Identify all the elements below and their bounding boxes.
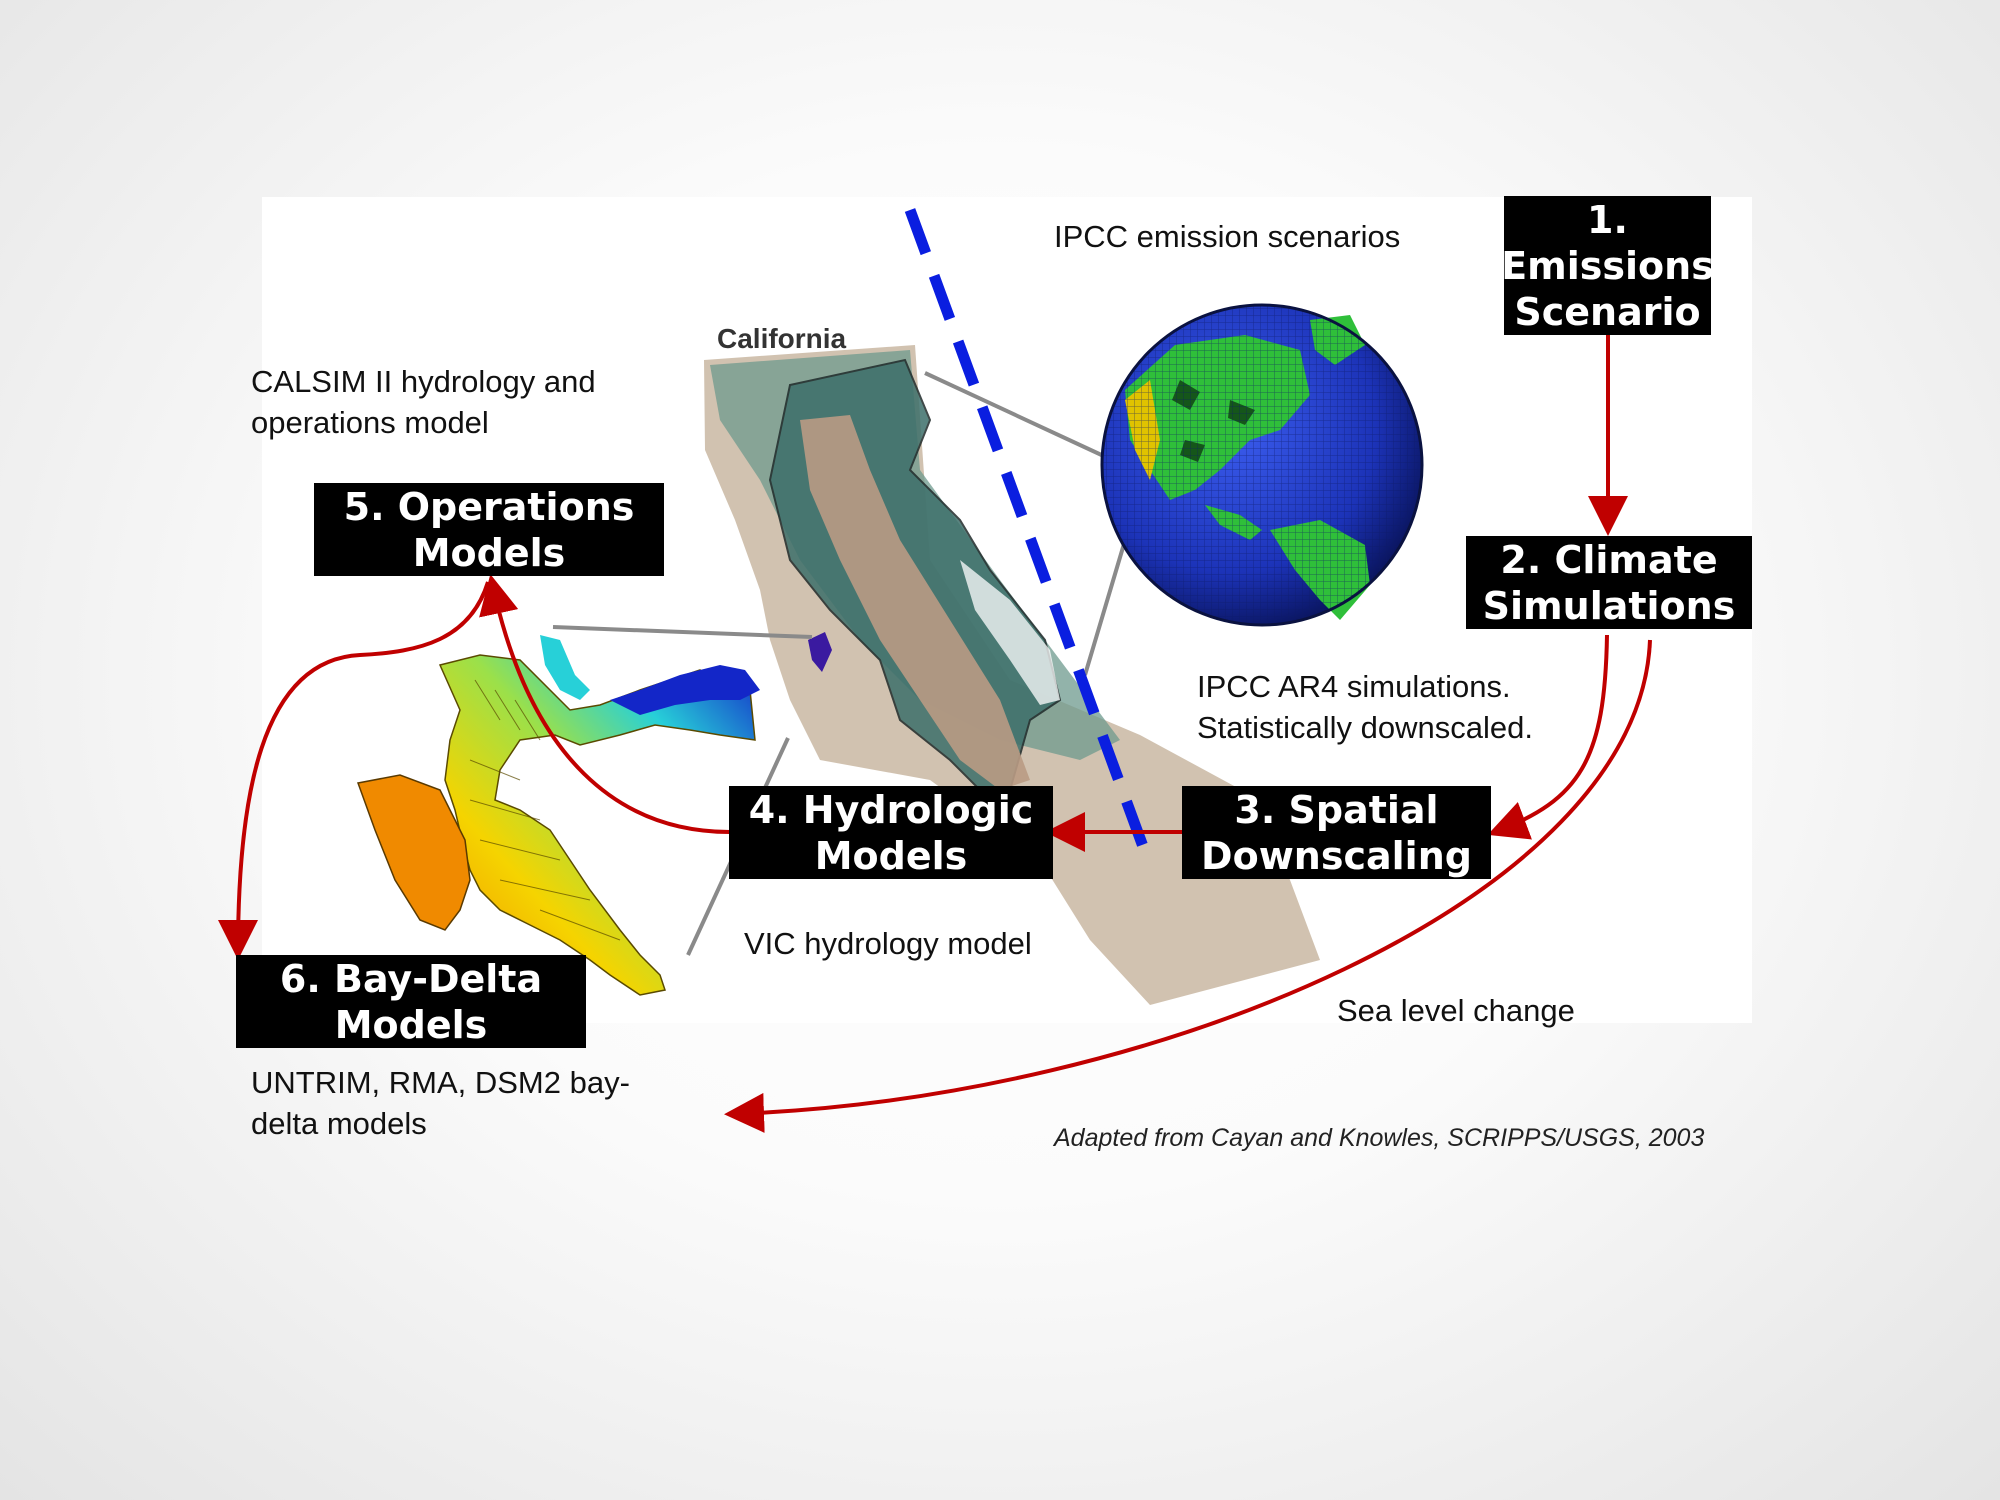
model-divider-line [904, 208, 1151, 854]
california-label: California [717, 323, 847, 354]
climate-box-line1: 2. Climate [1500, 537, 1718, 582]
calsim-note-line1: CALSIM II hydrology and [251, 364, 596, 399]
spatial-box-line1: 3. Spatial [1234, 787, 1439, 832]
ar4-note-line1: IPCC AR4 simulations. [1197, 669, 1511, 704]
climate-box-line2: Simulations [1482, 583, 1736, 628]
emissions-box-line3: Scenario [1514, 289, 1701, 334]
hydrologic-models-box[interactable]: 4. Hydrologic Models [729, 786, 1053, 879]
bay-hatch [469, 679, 621, 941]
untrim-note-line1: UNTRIM, RMA, DSM2 bay- [251, 1065, 630, 1100]
operations-box-line2: Models [412, 530, 566, 575]
arrow-operations-to-baydelta [218, 581, 490, 960]
ar4-note-line2: Statistically downscaled. [1197, 710, 1533, 745]
emissions-box-line2: Emissions [1501, 243, 1714, 288]
california-map [704, 345, 1320, 1005]
san-pablo-bay [356, 774, 471, 931]
untrim-note: UNTRIM, RMA, DSM2 bay- delta models [251, 1062, 630, 1144]
hydrologic-box-line1: 4. Hydrologic [748, 787, 1034, 832]
operations-box-line1: 5. Operations [343, 484, 635, 529]
arrow-climate-to-spatial [1487, 634, 1609, 840]
spatial-downscaling-box[interactable]: 3. Spatial Downscaling [1182, 786, 1491, 879]
untrim-note-line2: delta models [251, 1106, 427, 1141]
baydelta-box-line2: Models [334, 1002, 488, 1047]
arrow-hydrologic-to-operations [479, 574, 731, 834]
hydrologic-box-line2: Models [814, 833, 968, 878]
connector-globe-top [924, 371, 1109, 460]
climate-simulations-box[interactable]: 2. Climate Simulations [1466, 536, 1752, 629]
arrow-sea-level [724, 639, 1652, 1133]
baydelta-box-line1: 6. Bay-Delta [279, 956, 543, 1001]
spatial-box-line2: Downscaling [1201, 833, 1472, 878]
sea-level-note: Sea level change [1337, 993, 1575, 1028]
emissions-box-line1: 1. [1587, 197, 1628, 242]
globe [1100, 303, 1424, 627]
delta-outline [808, 632, 832, 672]
ar4-note: IPCC AR4 simulations. Statistically down… [1197, 666, 1533, 748]
connector-delta [552, 625, 813, 639]
operations-models-box[interactable]: 5. Operations Models [314, 483, 664, 576]
source-credit: Adapted from Cayan and Knowles, SCRIPPS/… [1054, 1124, 1705, 1152]
flow-arrows [218, 335, 1652, 1133]
delta-channels [610, 665, 760, 715]
bay-delta-models-box[interactable]: 6. Bay-Delta Models [236, 955, 586, 1048]
bay-delta-body [438, 654, 756, 996]
central-valley [800, 415, 1030, 790]
calsim-note: CALSIM II hydrology and operations model [251, 361, 596, 443]
snow-peaks [960, 560, 1060, 705]
ipcc-emission-note: IPCC emission scenarios [1054, 219, 1401, 254]
bay-delta-model [356, 635, 760, 996]
calsim-note-line2: operations model [251, 405, 489, 440]
vic-note: VIC hydrology model [744, 926, 1032, 961]
emissions-scenario-box[interactable]: 1. Emissions Scenario [1501, 196, 1714, 335]
delta-upper [540, 635, 590, 700]
